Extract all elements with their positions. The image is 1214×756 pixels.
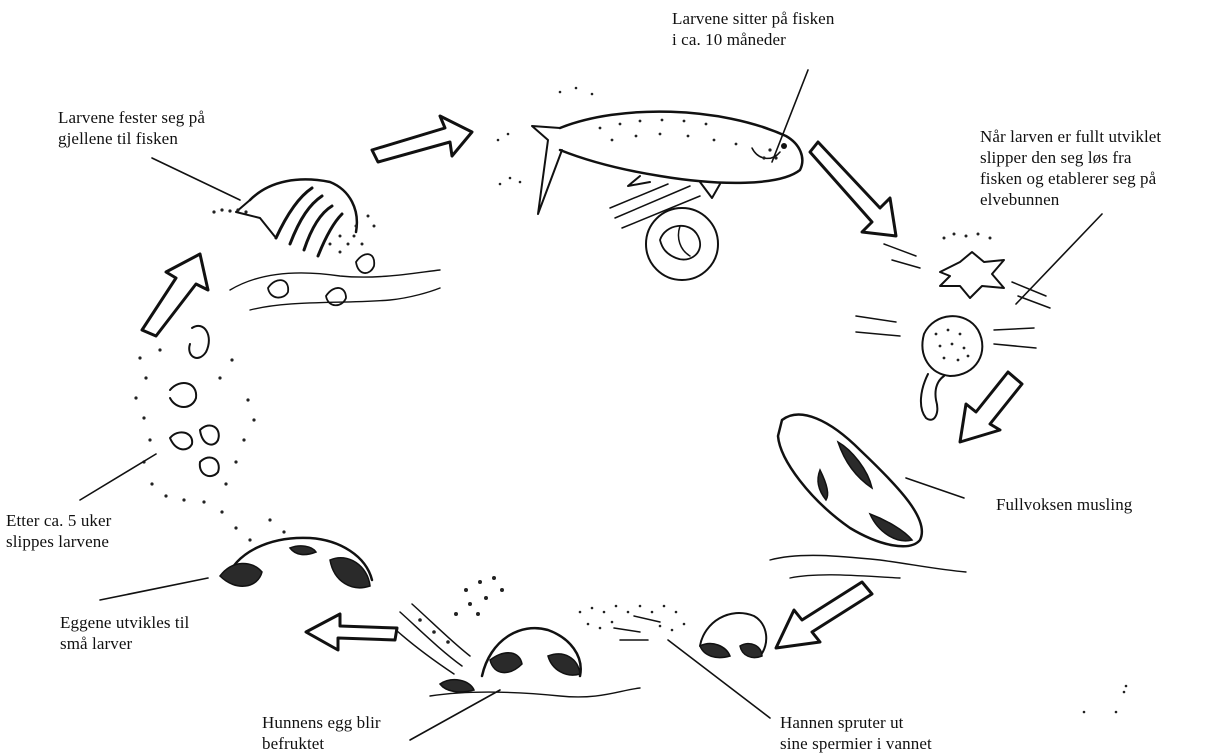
cycle-arrow-bottom-right [776,582,872,648]
male-mussel-illustration [579,605,767,658]
label-fish-duration: Larvene sitter på fisken i ca. 10 månede… [672,8,834,50]
adult-mussel-illustration [770,415,966,578]
fish-gills-illustration [212,179,440,310]
label-eggs-develop: Eggene utvikles til små larver [60,612,189,654]
mussel-larvae-release-illustration [134,326,372,588]
cycle-arrow-bottom [306,614,397,650]
label-adult-mussel: Fullvoksen musling [996,494,1132,515]
female-mussel-illustration [396,576,640,697]
larva-release-illustration [856,233,1050,420]
cycle-arrow-top [372,116,472,162]
label-release-fish: Når larven er fullt utviklet slipper den… [980,126,1161,210]
cycle-arrow-right [960,372,1022,442]
label-eggs-fertilized: Hunnens egg blir befruktet [262,712,381,754]
stray-marks [1083,685,1128,714]
trout-fish-illustration [497,87,803,280]
label-release-larvae: Etter ca. 5 uker slippes larvene [6,510,111,552]
label-male-sperm: Hannen spruter ut sine spermier i vannet [780,712,932,754]
cycle-arrow-left [142,254,208,336]
label-attach-gills: Larvene fester seg på gjellene til fiske… [58,107,205,149]
cycle-arrow-top-right [810,142,896,236]
leader-lines [80,70,1102,740]
